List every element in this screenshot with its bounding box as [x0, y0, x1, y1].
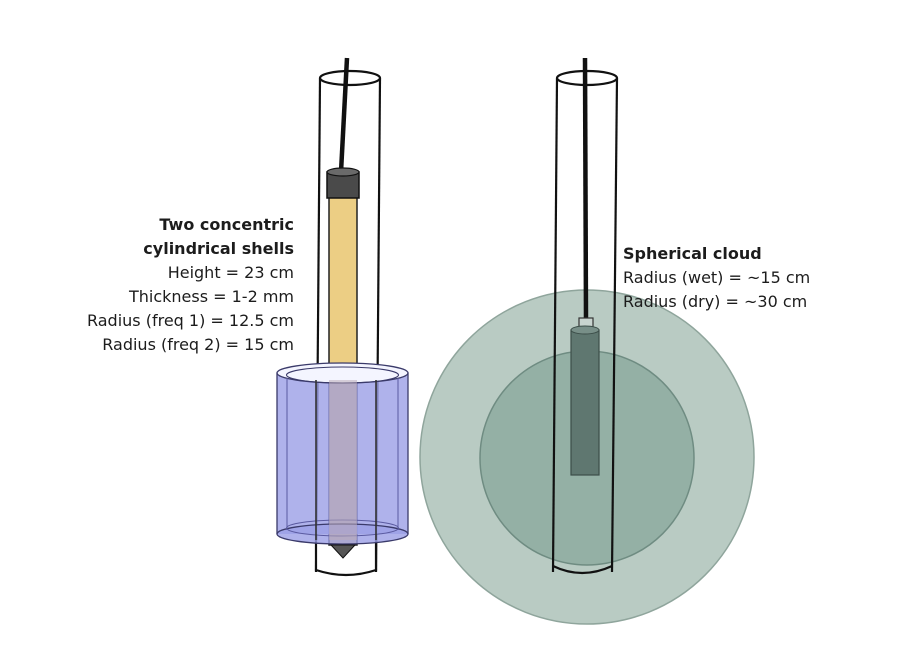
left-label: Two concentric cylindrical shells Height… — [87, 213, 294, 357]
left-tube-bottom — [314, 540, 378, 577]
right-title: Spherical cloud — [623, 244, 762, 263]
height-text: Height = 23 cm — [167, 263, 294, 282]
left-probe — [276, 57, 409, 577]
left-title-line-1: Two concentric — [159, 215, 294, 234]
radius-wet-text: Radius (wet) = ~15 cm — [623, 268, 811, 287]
right-label: Spherical cloud Radius (wet) = ~15 cm Ra… — [623, 242, 810, 314]
radius-freq1-text: Radius (freq 1) = 12.5 cm — [86, 311, 294, 330]
radius-dry-text: Radius (dry) = ~30 cm — [623, 292, 808, 311]
concentric-shells — [276, 362, 409, 545]
right-probe — [419, 57, 755, 625]
left-cable — [338, 57, 350, 173]
thickness-text: Thickness = 1-2 mm — [128, 287, 294, 306]
rod-cap — [326, 167, 360, 199]
dark-probe — [570, 329, 600, 476]
radius-freq2-text: Radius (freq 2) = 15 cm — [102, 335, 294, 354]
left-title-line-2: cylindrical shells — [143, 239, 294, 258]
right-cable — [582, 57, 589, 323]
rod-tip — [329, 544, 357, 559]
